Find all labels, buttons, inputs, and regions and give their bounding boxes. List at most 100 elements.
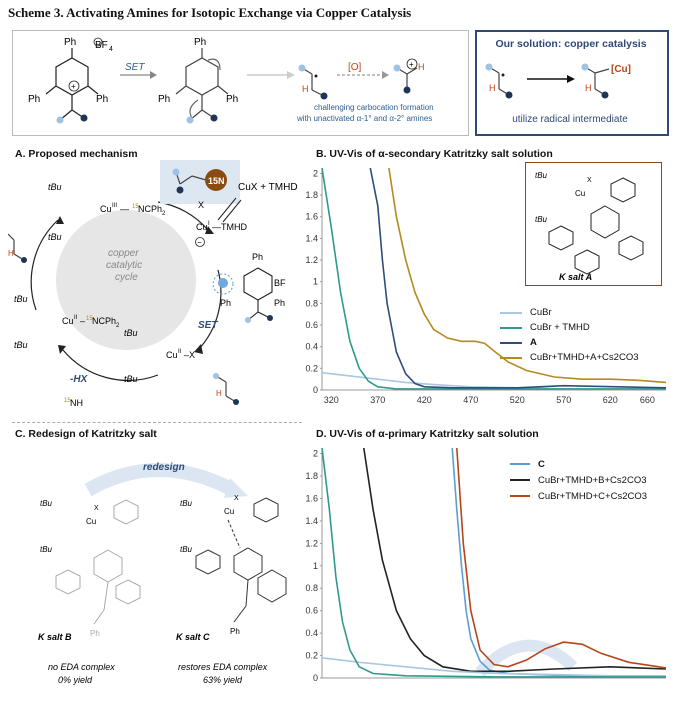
- svg-text:Ph: Ph: [28, 94, 40, 105]
- n15-label: 15N: [208, 176, 225, 186]
- svg-text:Cu: Cu: [575, 189, 585, 198]
- y-tick-label: 0.4: [305, 342, 318, 352]
- y-tick-label: 2: [313, 449, 318, 459]
- note-b-line1: no EDA complex: [48, 662, 115, 672]
- svg-text:tBu: tBu: [14, 340, 28, 350]
- svg-text:III: III: [112, 203, 117, 209]
- series-line-4: [388, 167, 667, 384]
- svg-text:Ph: Ph: [158, 94, 170, 105]
- svg-text:tBu: tBu: [180, 499, 193, 508]
- svg-text:tBu: tBu: [40, 499, 53, 508]
- svg-text:+: +: [71, 82, 76, 91]
- section-c-title: C. Redesign of Katritzky salt: [15, 428, 157, 440]
- y-tick-label: 1: [313, 561, 318, 571]
- svg-text:—: —: [120, 204, 129, 214]
- svg-text:X: X: [587, 177, 592, 184]
- y-tick-label: 1.8: [305, 471, 318, 481]
- svg-text:tBu: tBu: [180, 545, 193, 554]
- series-line-3: [369, 167, 667, 389]
- svg-text:NCPh: NCPh: [138, 204, 162, 214]
- legend-d: C CuBr+TMHD+B+Cs2CO3 CuBr+TMHD+C+Cs2CO3: [510, 456, 670, 504]
- x-tick-label: 570: [556, 395, 571, 405]
- x-tick-label: 660: [640, 395, 655, 405]
- legend-b-item-4: CuBr+TMHD+A+Cs2CO3: [500, 350, 665, 365]
- x-tick-label: 320: [324, 395, 339, 405]
- note-c-line2: 63% yield: [203, 675, 243, 685]
- svg-text:H: H: [418, 62, 425, 72]
- set-label-mech: SET: [198, 320, 218, 331]
- series-line-2: [363, 447, 667, 673]
- legend-b-item-3: A: [500, 335, 665, 350]
- svg-text:tBu: tBu: [124, 374, 138, 384]
- svg-text:Cu: Cu: [166, 350, 178, 360]
- svg-text:15: 15: [132, 204, 139, 210]
- svg-text:X: X: [94, 505, 99, 512]
- svg-text:X: X: [234, 495, 239, 502]
- svg-text:NCPh: NCPh: [92, 316, 116, 326]
- svg-text:Ph: Ph: [64, 37, 76, 48]
- svg-text:—TMHD: —TMHD: [212, 222, 247, 232]
- series-line-2: [321, 167, 666, 390]
- svg-text:H: H: [302, 84, 309, 94]
- salt-a-label: K salt A: [559, 272, 592, 282]
- y-tick-label: 1.6: [305, 212, 318, 222]
- x-tick-label: 370: [370, 395, 385, 405]
- y-tick-label: 1.2: [305, 255, 318, 265]
- r-group-dot: [80, 114, 88, 122]
- y-tick-label: 0.8: [305, 298, 318, 308]
- solution-graphics: H H [Cu]: [485, 63, 631, 99]
- y-tick-label: 0: [313, 673, 318, 683]
- y-tick-label: 1.8: [305, 190, 318, 200]
- cycle-label-1: copper: [108, 248, 139, 259]
- svg-text:X: X: [198, 200, 204, 210]
- solution-caption: utilize radical intermediate: [512, 114, 628, 125]
- svg-text:+: +: [409, 60, 414, 69]
- section-divider: [12, 422, 302, 423]
- redesign-label: redesign: [143, 462, 185, 473]
- svg-text:tBu: tBu: [48, 232, 62, 242]
- svg-text:Cu: Cu: [196, 222, 208, 232]
- section-d-title: D. UV-Vis of α-primary Katritzky salt so…: [316, 428, 539, 440]
- salt-a-inset: [525, 162, 662, 286]
- series-line-4: [321, 657, 666, 677]
- y-tick-label: 2: [313, 168, 318, 178]
- cycle-label-3: cycle: [115, 272, 138, 283]
- svg-text:BF: BF: [95, 40, 108, 51]
- series-line-5: [321, 447, 666, 678]
- svg-text:NH: NH: [70, 398, 83, 408]
- svg-text:2: 2: [162, 211, 166, 217]
- salt-b-label: K salt B: [38, 632, 72, 642]
- y-tick-label: 1.4: [305, 516, 318, 526]
- y-tick-label: 1.6: [305, 493, 318, 503]
- svg-text:tBu: tBu: [40, 545, 53, 554]
- legend-b-item-1: CuBr: [500, 305, 665, 320]
- section-a-title: A. Proposed mechanism: [15, 148, 138, 160]
- svg-text:H: H: [216, 389, 222, 398]
- challenge-text-1: challenging carbocation formation: [314, 103, 434, 112]
- y-tick-label: 0.2: [305, 363, 318, 373]
- y-tick-label: 0.6: [305, 606, 318, 616]
- svg-text:tBu: tBu: [535, 215, 548, 224]
- y-tick-label: 0.8: [305, 583, 318, 593]
- svg-text:tBu: tBu: [124, 328, 138, 338]
- y-tick-label: 1: [313, 277, 318, 287]
- solution-title: Our solution: copper catalysis: [495, 38, 647, 50]
- note-c-line1: restores EDA complex: [178, 662, 268, 672]
- h-atom-dot: [56, 116, 64, 124]
- svg-text:Ph: Ph: [96, 94, 108, 105]
- svg-text:Ph: Ph: [90, 629, 100, 638]
- svg-text:II: II: [178, 349, 182, 355]
- note-b-line2: 0% yield: [58, 675, 93, 685]
- shift-arrow: [475, 639, 578, 677]
- svg-text:−: −: [197, 238, 202, 247]
- legend-d-item-1: C: [510, 456, 670, 472]
- x-tick-label: 620: [603, 395, 618, 405]
- pyridinium-structure-1: [45, 48, 99, 121]
- legend-b: CuBr CuBr + TMHD A CuBr+TMHD+A+Cs2CO3: [500, 305, 665, 365]
- svg-text:Ph: Ph: [220, 298, 231, 308]
- hx-label: -HX: [70, 374, 89, 385]
